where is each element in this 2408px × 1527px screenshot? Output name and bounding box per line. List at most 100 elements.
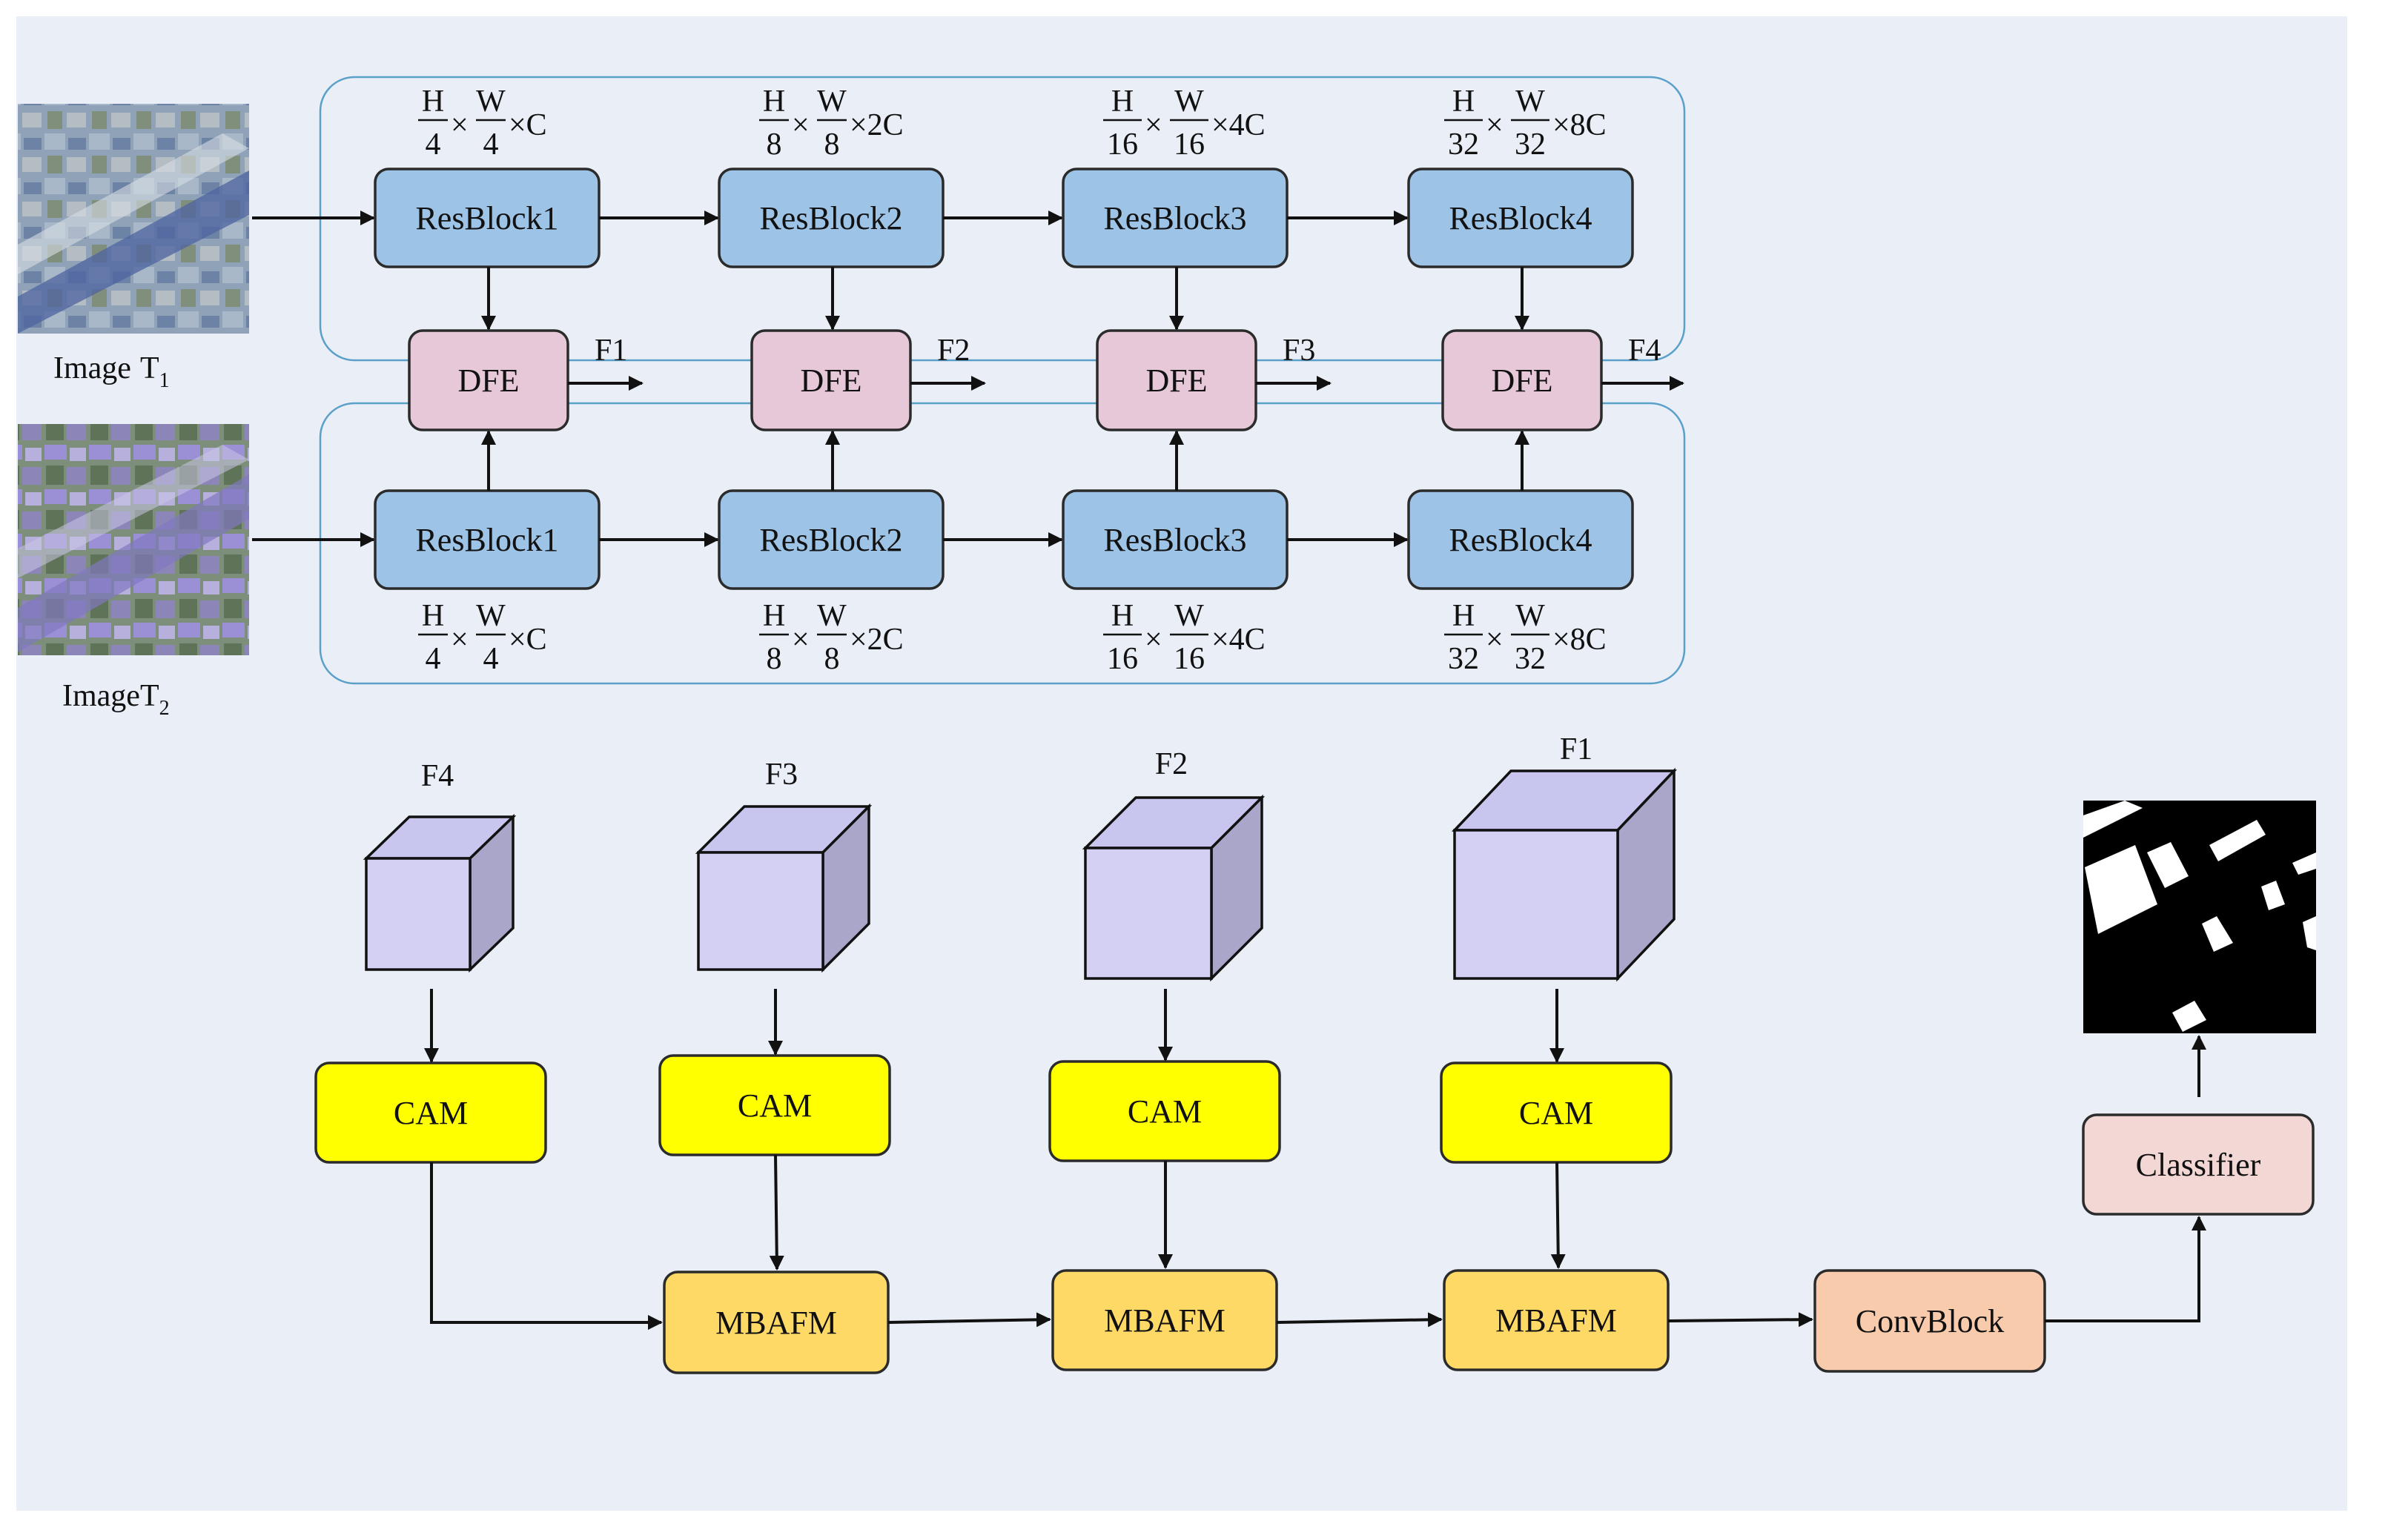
- svg-text:W: W: [1515, 85, 1545, 119]
- convblock-label: ConvBlock: [1856, 1303, 2004, 1339]
- output-change-map: [2083, 801, 2316, 1033]
- svg-text:8: 8: [767, 127, 782, 162]
- arrow-cam2-to-mbafm1: [769, 1154, 784, 1271]
- bottom-resblock2-label: ResBlock2: [759, 522, 902, 558]
- feature-label-f1: F1: [1560, 732, 1592, 766]
- svg-text:H: H: [422, 85, 444, 119]
- feature-cube-f3: [695, 803, 873, 973]
- dfe-output-label-f2: F2: [937, 334, 970, 368]
- cam-block4: CAM: [1440, 1061, 1673, 1164]
- svg-text:×: ×: [1145, 623, 1162, 657]
- svg-text:×2C: ×2C: [850, 108, 904, 142]
- dfe-output-label-f4: F4: [1628, 334, 1661, 368]
- top-dim-label-4: H32×W32×8C: [1444, 85, 1607, 162]
- input-label-t2: ImageT2: [62, 679, 170, 720]
- feature-cube-f4: [363, 813, 517, 973]
- svg-text:4: 4: [483, 127, 499, 162]
- dfe-block1: DFE: [408, 329, 569, 431]
- dfe-output-label-f3: F3: [1283, 334, 1315, 368]
- top-dim-label-3: H16×W16×4C: [1103, 85, 1266, 162]
- arrow-cam1-to-mbafm1: [430, 1162, 663, 1330]
- svg-text:×8C: ×8C: [1552, 623, 1607, 657]
- svg-text:H: H: [763, 85, 785, 119]
- cam-block4-label: CAM: [1519, 1095, 1593, 1131]
- cam-block3-label: CAM: [1128, 1093, 1202, 1130]
- bottom-resblock3: ResBlock3: [1062, 489, 1289, 590]
- top-resblock4-label: ResBlock4: [1449, 200, 1592, 236]
- cam-block2-label: CAM: [738, 1087, 812, 1124]
- feature-cube-f1: [1451, 767, 1678, 982]
- bottom-encoder-group: [319, 402, 1686, 685]
- svg-text:H: H: [763, 599, 785, 633]
- bottom-resblock4: ResBlock4: [1407, 489, 1634, 590]
- mbafm-block3-label: MBAFM: [1495, 1302, 1617, 1339]
- dfe-block4: DFE: [1441, 329, 1603, 431]
- svg-text:×: ×: [1145, 108, 1162, 142]
- dfe-block1-label: DFE: [457, 362, 519, 399]
- svg-text:×2C: ×2C: [850, 623, 904, 657]
- svg-text:32: 32: [1448, 642, 1479, 676]
- svg-text:×C: ×C: [509, 623, 547, 657]
- feature-label-f2: F2: [1155, 747, 1188, 781]
- arrow-cam4-to-mbafm3: [1550, 1162, 1566, 1269]
- classifier-block-label: Classifier: [2136, 1147, 2261, 1183]
- bottom-dim-label-2: H8×W8×2C: [759, 599, 904, 676]
- classifier-block: Classifier: [2082, 1113, 2315, 1216]
- svg-text:32: 32: [1515, 127, 1546, 162]
- bottom-resblock1-label: ResBlock1: [415, 522, 558, 558]
- mbafm-block2: MBAFM: [1051, 1269, 1278, 1371]
- svg-text:×4C: ×4C: [1211, 108, 1266, 142]
- svg-text:×: ×: [1486, 623, 1504, 657]
- svg-text:H: H: [1111, 599, 1134, 633]
- bottom-dim-label-4: H32×W32×8C: [1444, 599, 1607, 676]
- svg-text:32: 32: [1515, 642, 1546, 676]
- mbafm-block1: MBAFM: [663, 1271, 890, 1374]
- svg-text:4: 4: [426, 642, 441, 676]
- dfe-output-label-f1: F1: [595, 334, 627, 368]
- svg-text:W: W: [817, 85, 847, 119]
- dfe-block2-label: DFE: [800, 362, 861, 399]
- svg-text:×: ×: [451, 108, 469, 142]
- svg-text:H: H: [1452, 85, 1475, 119]
- bottom-resblock2: ResBlock2: [718, 489, 945, 590]
- svg-text:16: 16: [1174, 127, 1205, 162]
- bottom-resblock3-label: ResBlock3: [1103, 522, 1246, 558]
- mbafm-block2-label: MBAFM: [1104, 1302, 1226, 1339]
- svg-text:16: 16: [1107, 127, 1138, 162]
- svg-text:W: W: [1515, 599, 1545, 633]
- cam-block1-label: CAM: [394, 1095, 468, 1131]
- top-resblock4: ResBlock4: [1407, 168, 1634, 268]
- cam-block1: CAM: [314, 1061, 547, 1164]
- input-image-t1: [18, 104, 249, 334]
- arrow-mbafm3-to-convblock: [1667, 1312, 1813, 1328]
- svg-text:W: W: [817, 599, 847, 633]
- svg-text:W: W: [476, 599, 506, 633]
- arrow-mbafm1-to-mbafm2: [887, 1312, 1051, 1328]
- cam-block2: CAM: [658, 1054, 891, 1156]
- svg-text:16: 16: [1174, 642, 1205, 676]
- top-resblock1-label: ResBlock1: [415, 200, 558, 236]
- svg-text:H: H: [1452, 599, 1475, 633]
- dfe-block4-label: DFE: [1491, 362, 1552, 399]
- svg-text:×8C: ×8C: [1552, 108, 1607, 142]
- svg-text:W: W: [1174, 599, 1204, 633]
- top-resblock3-label: ResBlock3: [1103, 200, 1246, 236]
- svg-text:×: ×: [451, 623, 469, 657]
- mbafm-block3: MBAFM: [1443, 1269, 1670, 1371]
- dfe-block3: DFE: [1096, 329, 1257, 431]
- top-dim-label-1: H4×W4×C: [418, 85, 547, 162]
- svg-text:8: 8: [824, 642, 840, 676]
- top-resblock2-label: ResBlock2: [759, 200, 902, 236]
- dfe-block2: DFE: [750, 329, 912, 431]
- svg-text:×: ×: [1486, 108, 1504, 142]
- feature-label-f3: F3: [765, 758, 798, 792]
- dfe-block3-label: DFE: [1145, 362, 1207, 399]
- bottom-resblock1: ResBlock1: [374, 489, 601, 590]
- convblock: ConvBlock: [1813, 1269, 2046, 1373]
- bottom-dim-label-1: H4×W4×C: [418, 599, 547, 676]
- bottom-dim-label-3: H16×W16×4C: [1103, 599, 1266, 676]
- svg-text:32: 32: [1448, 127, 1479, 162]
- svg-text:H: H: [1111, 85, 1134, 119]
- mbafm-block1-label: MBAFM: [715, 1305, 837, 1341]
- arrow-mbafm2-to-mbafm3: [1276, 1312, 1443, 1328]
